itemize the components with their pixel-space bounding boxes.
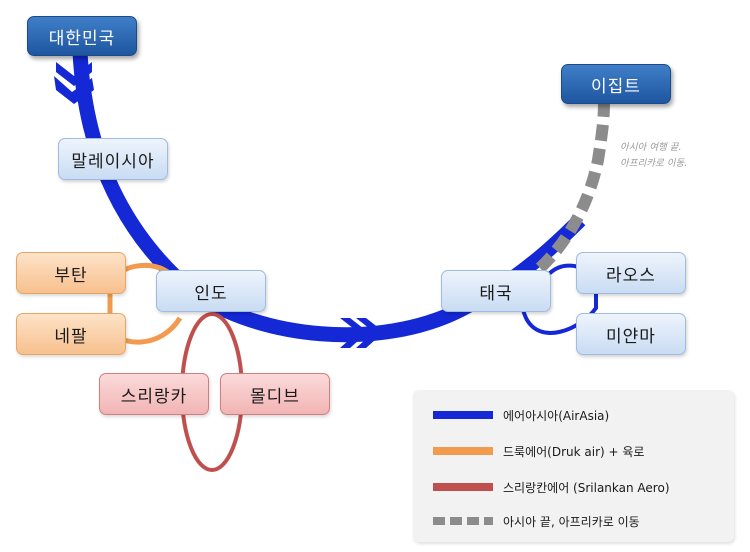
legend: 에어아시아(AirAsia) 드룩에어(Druk air) + 육로 스리랑칸에… — [413, 390, 734, 542]
legend-item-druk: 드룩에어(Druk air) + 육로 — [413, 442, 734, 462]
node-maldives-label: 몰디브 — [250, 386, 300, 407]
africa-route-line — [535, 103, 610, 273]
legend-label: 드룩에어(Druk air) + 육로 — [503, 445, 645, 459]
legend-item-srilankan: 스리랑칸에어 (Srilankan Aero) — [413, 478, 734, 498]
node-nepal[interactable]: 네팔 — [16, 313, 126, 355]
node-srilanka-label: 스리랑카 — [120, 386, 188, 407]
chevron-arrow-icon — [56, 62, 92, 86]
node-thailand[interactable]: 태국 — [441, 270, 551, 312]
node-laos[interactable]: 라오스 — [576, 252, 686, 294]
node-korea[interactable]: 대한민국 — [27, 16, 137, 56]
africa-note-line: 아시아 여행 끝. — [620, 142, 682, 153]
legend-item-africa: 아시아 끝, 아프리카로 이동 — [413, 512, 734, 532]
node-korea-label: 대한민국 — [48, 28, 116, 49]
node-srilanka[interactable]: 스리랑카 — [99, 373, 209, 415]
legend-swatch — [433, 517, 493, 525]
node-myanmar-label: 미얀마 — [606, 326, 656, 347]
node-bhutan[interactable]: 부탄 — [16, 252, 126, 294]
legend-label: 스리랑칸에어 (Srilankan Aero) — [503, 481, 670, 495]
legend-label: 아시아 끝, 아프리카로 이동 — [503, 515, 640, 529]
node-myanmar[interactable]: 미얀마 — [576, 313, 686, 355]
legend-label: 에어아시아(AirAsia) — [503, 409, 610, 423]
chevron-arrow-icon — [340, 318, 368, 348]
node-laos-label: 라오스 — [606, 265, 656, 286]
node-india[interactable]: 인도 — [156, 270, 266, 312]
node-maldives[interactable]: 몰디브 — [220, 373, 330, 415]
node-malaysia[interactable]: 말레이시아 — [58, 138, 168, 180]
chevron-arrow-icon — [356, 318, 384, 348]
legend-item-airasia: 에어아시아(AirAsia) — [413, 406, 734, 426]
node-india-label: 인도 — [194, 283, 228, 304]
africa-note: 아시아 여행 끝. 아프리카로 이동. — [620, 140, 687, 172]
chevron-arrow-icon — [54, 76, 94, 104]
africa-note-line: 아프리카로 이동. — [620, 158, 688, 169]
node-nepal-label: 네팔 — [54, 326, 88, 347]
node-egypt-label: 이집트 — [591, 76, 641, 97]
node-bhutan-label: 부탄 — [54, 265, 88, 286]
legend-swatch — [433, 447, 493, 455]
legend-swatch — [433, 411, 493, 419]
node-egypt[interactable]: 이집트 — [561, 64, 671, 104]
node-malaysia-label: 말레이시아 — [71, 151, 155, 172]
node-thailand-label: 태국 — [479, 283, 513, 304]
legend-swatch — [433, 483, 493, 491]
